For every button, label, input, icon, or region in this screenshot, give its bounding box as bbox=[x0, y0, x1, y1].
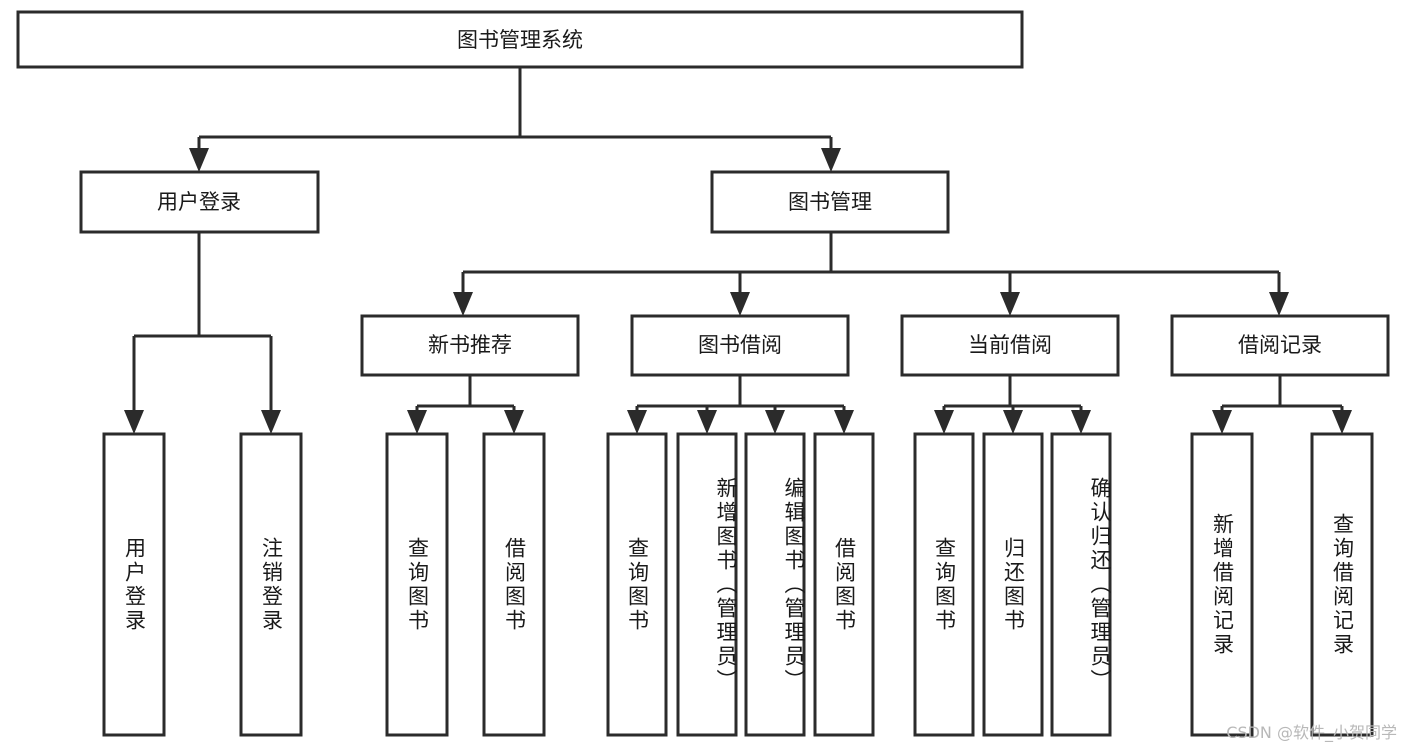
leaf-box-user-login[interactable] bbox=[102, 432, 166, 737]
leaf-box-add-borrow-record[interactable] bbox=[1190, 432, 1254, 737]
leaf-box-query-book-current[interactable] bbox=[913, 432, 975, 737]
connector-book-mgmt-to-level3 bbox=[453, 232, 1289, 316]
connector-borrow-to-leaves bbox=[627, 375, 854, 434]
arrow-head-leaf-1 bbox=[124, 410, 144, 434]
node-book-borrow[interactable]: 图书借阅 bbox=[630, 314, 850, 377]
arrow-head-new-book bbox=[453, 292, 473, 316]
node-new-book-recommend-label: 新书推荐 bbox=[428, 333, 512, 357]
watermark-text: CSDN @软件_小贺同学 bbox=[1226, 723, 1397, 742]
arrow-head-borrow bbox=[730, 292, 750, 316]
node-current-borrow[interactable]: 当前借阅 bbox=[900, 314, 1120, 377]
arrow-head-records bbox=[1269, 292, 1289, 316]
arrow-head-leaf-10 bbox=[1003, 410, 1023, 434]
leaf-box-borrow-book[interactable] bbox=[813, 432, 875, 737]
node-current-borrow-box[interactable] bbox=[900, 314, 1120, 377]
connector-new-book-to-leaves bbox=[407, 375, 524, 434]
leaf-box-query-book-borrow[interactable] bbox=[606, 432, 668, 737]
arrow-head-leaf-12 bbox=[1212, 410, 1232, 434]
node-new-book-recommend[interactable]: 新书推荐 bbox=[360, 314, 580, 377]
arrow-head-leaf-11 bbox=[1071, 410, 1091, 434]
arrow-head-leaf-3 bbox=[407, 410, 427, 434]
arrow-head-leaf-8 bbox=[834, 410, 854, 434]
leaf-box-confirm-return-admin[interactable] bbox=[1050, 432, 1112, 737]
leaf-box-query-borrow-record[interactable] bbox=[1310, 432, 1374, 737]
connector-root-to-level2 bbox=[189, 67, 841, 172]
node-book-management[interactable]: 图书管理 bbox=[710, 170, 950, 234]
leaf-box-query-book-new[interactable] bbox=[385, 432, 449, 737]
node-book-borrow-label: 图书借阅 bbox=[698, 333, 782, 357]
leaf-box-return-book[interactable] bbox=[982, 432, 1044, 737]
node-user-login-box[interactable] bbox=[79, 170, 320, 234]
arrow-head-leaf-4 bbox=[504, 410, 524, 434]
leaf-box-borrow-book-new[interactable] bbox=[482, 432, 546, 737]
node-current-borrow-label: 当前借阅 bbox=[968, 333, 1052, 357]
arrow-head-book-mgmt bbox=[821, 148, 841, 172]
arrow-head-leaf-13 bbox=[1332, 410, 1352, 434]
connector-current-to-leaves bbox=[934, 375, 1091, 434]
arrow-head-user-login bbox=[189, 148, 209, 172]
arrow-head-leaf-5 bbox=[627, 410, 647, 434]
node-root-box[interactable] bbox=[16, 10, 1024, 69]
connector-user-login-to-leaves bbox=[124, 232, 281, 434]
node-new-book-recommend-box[interactable] bbox=[360, 314, 580, 377]
arrow-head-leaf-9 bbox=[934, 410, 954, 434]
node-user-login[interactable]: 用户登录 bbox=[79, 170, 320, 234]
leaf-box-logout[interactable] bbox=[239, 432, 303, 737]
node-borrow-records[interactable]: 借阅记录 bbox=[1170, 314, 1390, 377]
node-user-login-label: 用户登录 bbox=[157, 190, 241, 214]
leaf-box-edit-book-admin[interactable] bbox=[744, 432, 806, 737]
leaf-boxes bbox=[102, 432, 1374, 737]
arrow-head-leaf-7 bbox=[765, 410, 785, 434]
node-book-borrow-box[interactable] bbox=[630, 314, 850, 377]
arrow-head-leaf-2 bbox=[261, 410, 281, 434]
connector-records-to-leaves bbox=[1212, 375, 1352, 434]
arrow-head-current bbox=[1000, 292, 1020, 316]
node-root[interactable]: 图书管理系统 bbox=[16, 10, 1024, 69]
node-book-management-box[interactable] bbox=[710, 170, 950, 234]
leaf-box-add-book-admin[interactable] bbox=[676, 432, 738, 737]
node-root-label: 图书管理系统 bbox=[457, 28, 583, 52]
node-borrow-records-label: 借阅记录 bbox=[1238, 333, 1322, 357]
node-borrow-records-box[interactable] bbox=[1170, 314, 1390, 377]
arrow-head-leaf-6 bbox=[697, 410, 717, 434]
node-book-management-label: 图书管理 bbox=[788, 190, 872, 214]
